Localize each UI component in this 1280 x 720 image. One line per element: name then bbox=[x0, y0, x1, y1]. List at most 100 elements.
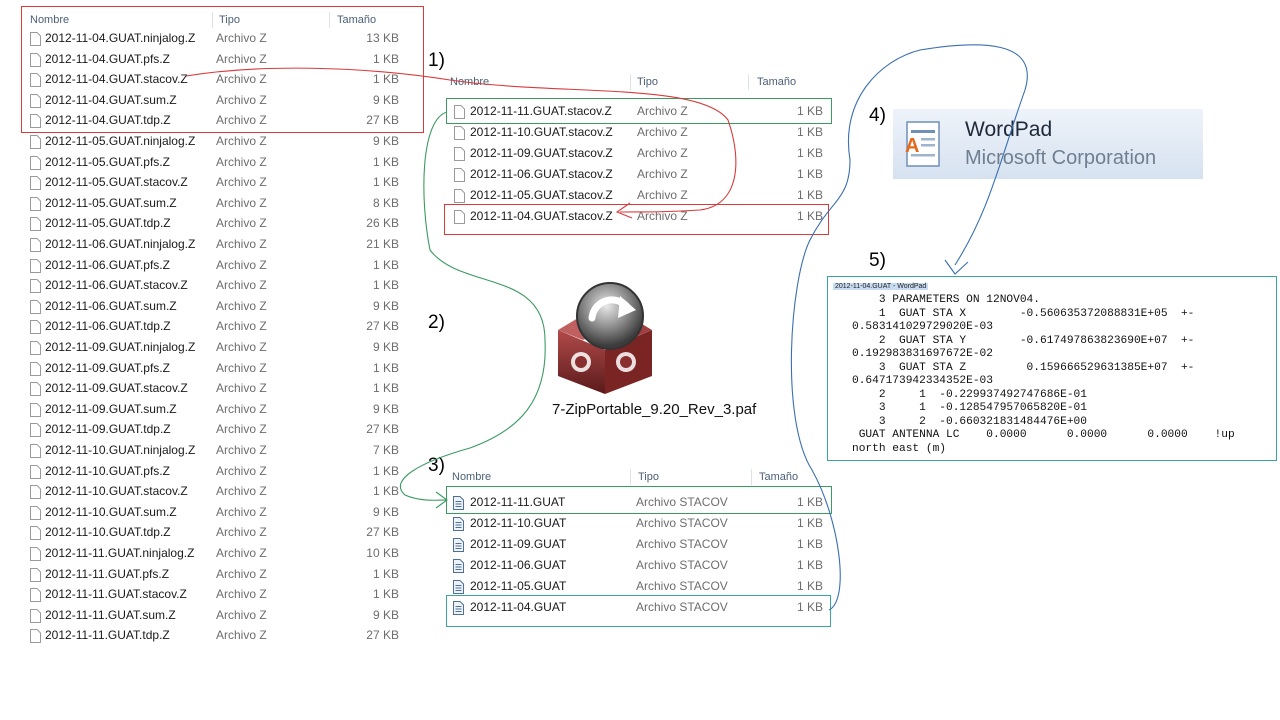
column-header-size[interactable]: Tamaño bbox=[337, 14, 377, 26]
file-type: Archivo STACOV bbox=[636, 558, 728, 572]
file-type: Archivo Z bbox=[216, 401, 267, 416]
file-name: 2012-11-09.GUAT.ninjalog.Z bbox=[45, 340, 196, 354]
column-divider[interactable] bbox=[748, 74, 749, 90]
column-divider[interactable] bbox=[751, 469, 752, 485]
stacov-file-icon bbox=[453, 601, 464, 615]
file-type: Archivo Z bbox=[216, 340, 267, 354]
column-divider[interactable] bbox=[630, 74, 631, 90]
file-name: 2012-11-04.GUAT.pfs.Z bbox=[45, 51, 170, 66]
file-type: Archivo Z bbox=[637, 188, 688, 202]
extracted-teal-highlight-box bbox=[446, 595, 831, 627]
file-type: Archivo STACOV bbox=[636, 537, 728, 551]
wordpad-banner[interactable]: A WordPad Microsoft Corporation bbox=[893, 109, 1203, 179]
column-divider[interactable] bbox=[630, 469, 631, 485]
file-name: 2012-11-04.GUAT.ninjalog.Z bbox=[45, 31, 196, 45]
file-size: 1 KB bbox=[796, 516, 823, 530]
file-name: 2012-11-06.GUAT.tdp.Z bbox=[45, 319, 171, 334]
column-header-type[interactable]: Tipo bbox=[637, 76, 658, 88]
file-icon bbox=[30, 73, 41, 88]
file-name: 2012-11-04.GUAT.stacov.Z bbox=[45, 72, 188, 87]
file-row[interactable]: 2012-11-05.GUAT.sum.Z Archivo Z 8 KB bbox=[22, 193, 407, 214]
file-name: 2012-11-04.GUAT.sum.Z bbox=[45, 92, 177, 107]
step-label-5: 5) bbox=[869, 250, 886, 271]
7zip-icon[interactable] bbox=[548, 278, 663, 396]
column-header-name[interactable]: Nombre bbox=[450, 76, 490, 88]
stacov-file-icon bbox=[453, 517, 464, 531]
file-name: 2012-11-05.GUAT.sum.Z bbox=[45, 195, 177, 210]
file-name: 2012-11-05.GUAT.ninjalog.Z bbox=[45, 134, 196, 148]
left-highlight-box bbox=[21, 6, 424, 133]
document-line: north east (m) bbox=[852, 442, 946, 455]
wordpad-window-title[interactable]: 2012-11-04.GUAT - WordPad bbox=[833, 283, 929, 290]
file-size: 9 KB bbox=[372, 504, 399, 519]
7zip-label: 7-ZipPortable_9.20_Rev_3.paf bbox=[552, 401, 757, 418]
column-divider[interactable] bbox=[329, 12, 330, 28]
file-icon bbox=[30, 526, 41, 541]
file-icon bbox=[30, 238, 41, 252]
document-line: 0.583141029729020E-03 bbox=[852, 321, 993, 333]
file-icon bbox=[30, 567, 41, 582]
wordpad-title: WordPad bbox=[965, 118, 1053, 141]
column-header-name[interactable]: Nombre bbox=[30, 14, 70, 26]
file-type: Archivo Z bbox=[216, 31, 267, 45]
file-size: 1 KB bbox=[796, 537, 823, 551]
file-name: 2012-11-06.GUAT bbox=[470, 558, 567, 572]
file-icon bbox=[30, 505, 41, 520]
file-icon bbox=[30, 32, 41, 46]
file-type: Archivo Z bbox=[216, 298, 267, 313]
wordpad-icon: A bbox=[901, 118, 945, 170]
column-header-type[interactable]: Tipo bbox=[219, 14, 240, 26]
file-size: 26 KB bbox=[366, 216, 399, 231]
file-type: Archivo Z bbox=[216, 195, 267, 210]
file-name: 2012-11-05.GUAT.stacov.Z bbox=[470, 188, 613, 202]
file-size: 8 KB bbox=[372, 195, 399, 210]
column-header-name[interactable]: Nombre bbox=[452, 471, 492, 483]
file-name: 2012-11-05.GUAT.pfs.Z bbox=[45, 154, 170, 169]
file-name: 2012-11-10.GUAT bbox=[470, 516, 567, 530]
column-header-type[interactable]: Tipo bbox=[638, 471, 659, 483]
column-header-size[interactable]: Tamaño bbox=[757, 76, 797, 88]
file-name: 2012-11-09.GUAT.pfs.Z bbox=[45, 360, 170, 375]
file-type: Archivo Z bbox=[216, 319, 267, 334]
file-icon bbox=[30, 382, 41, 397]
column-header-size[interactable]: Tamaño bbox=[759, 471, 799, 483]
file-name: 2012-11-05.GUAT bbox=[470, 579, 567, 593]
file-type: Archivo Z bbox=[216, 237, 267, 251]
column-divider[interactable] bbox=[212, 12, 213, 28]
